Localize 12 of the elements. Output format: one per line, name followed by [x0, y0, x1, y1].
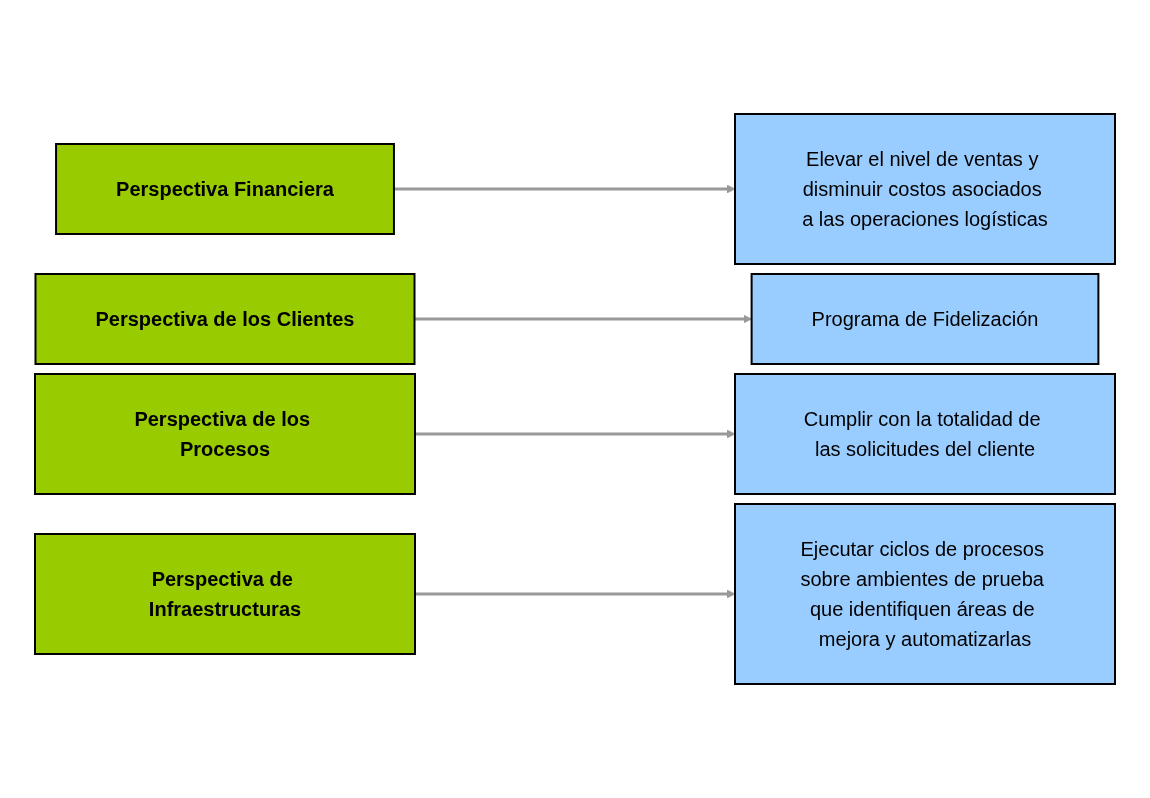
arrow [393, 184, 736, 194]
node-box: Perspectiva de los Clientes [34, 273, 416, 365]
arrow [415, 429, 736, 439]
node-box: Ejecutar ciclos de procesos sobre ambientes de prueba que identifiquen áreas de mejora y automatizarlas [734, 503, 1116, 685]
node-box: Elevar el nivel de ventas y disminuir costos asociados a las operaciones logísticas [734, 113, 1116, 265]
node-box: Cumplir con la totalidad de las solicitudes del cliente [734, 373, 1116, 495]
arrow [414, 314, 752, 324]
node-box: Perspectiva de los Procesos [34, 373, 416, 495]
arrow [415, 589, 736, 599]
node-box: Programa de Fidelización [750, 273, 1100, 365]
node-box: Perspectiva Financiera [55, 143, 395, 235]
node-box: Perspectiva de Infraestructuras [34, 533, 416, 655]
